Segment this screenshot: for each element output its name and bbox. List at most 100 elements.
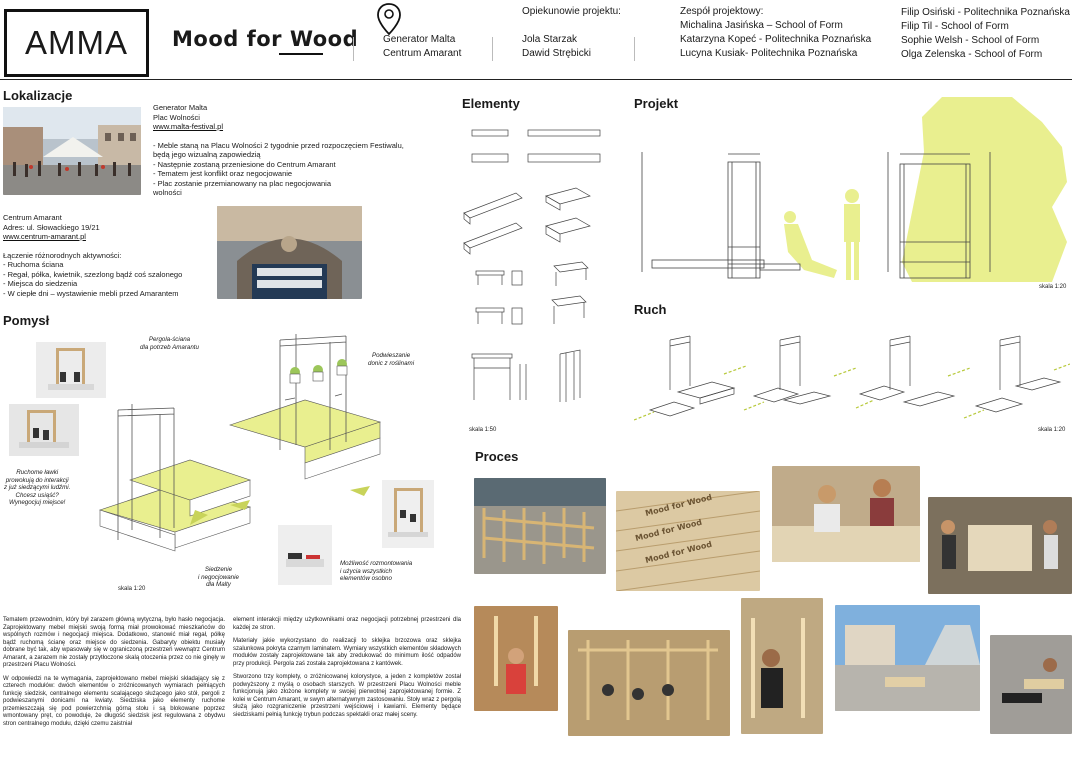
team-title: Zespół projektowy: — [680, 6, 764, 17]
label-line: Siedzenie — [204, 566, 233, 573]
text-column-2: element interakcji między użytkownikami … — [233, 617, 461, 719]
ruch-scale: skala 1:20 — [1038, 427, 1066, 433]
guardian-name: Jola Starzak — [522, 34, 578, 45]
activity: - Miejsca do siedzenia — [3, 279, 78, 288]
label-line: elementów osobno — [340, 575, 392, 582]
malta-info: Generator Malta Plac Wolności www.malta-… — [153, 103, 453, 198]
model-photo-3 — [278, 525, 332, 585]
paragraph: element interakcji między użytkownikami … — [233, 617, 461, 631]
proces-photo-sanding — [741, 598, 823, 734]
info-line: Adres: ul. Słowackiego 19/21 — [3, 222, 100, 232]
label-line: Podwieszanie — [371, 352, 411, 359]
info-line: - Plac zostanie przemianowany na plac ne… — [153, 178, 332, 188]
info-line: - Meble staną na Placu Wolności 2 tygodn… — [153, 140, 404, 150]
malta-square-photo — [3, 107, 141, 195]
proces-photo-frames — [474, 478, 606, 574]
info-line: Generator Malta — [153, 103, 208, 112]
projekt-scale: skala 1:20 — [1039, 284, 1067, 290]
header-location: Generator Malta Centrum Amarant — [383, 33, 461, 61]
activity: - Regał, półka, kwietnik, szezlong bądź … — [3, 269, 183, 279]
location-pin-icon — [377, 3, 401, 36]
section-title-projekt: Projekt — [634, 96, 679, 111]
info-line: wolności — [153, 188, 182, 197]
section-title-lokalizacje: Lokalizacje — [3, 88, 73, 103]
team-member: Olga Zelenska - School of Form — [901, 49, 1043, 60]
label-siedzenie: Siedzenie i negocjowanie dla Malty — [198, 566, 239, 589]
guardians-title: Opiekunowie projektu: — [522, 6, 621, 17]
title-underline — [279, 53, 323, 55]
divider — [492, 37, 493, 61]
team-member: Sophie Welsh - School of Form — [901, 35, 1040, 46]
pomysl-scale: skala 1:20 — [118, 586, 146, 592]
label-donice: Podwieszanie donic z roślinami — [368, 352, 414, 367]
team-member: Filip Til - School of Form — [901, 21, 1009, 32]
info-line: - Tematem jest konflikt oraz negocjowani… — [153, 169, 293, 178]
info-line: Centrum Amarant — [3, 213, 62, 222]
model-photo-4 — [382, 480, 434, 548]
amarant-link[interactable]: www.centrum-amarant.pl — [3, 232, 86, 241]
section-title-elementy: Elementy — [462, 96, 520, 111]
label-line: donic z roślinami — [368, 359, 415, 367]
activity: - W ciepłe dni – wystawienie mebli przed… — [3, 288, 179, 298]
label-lawki: Ruchome ławki prowokują do interakcji z … — [4, 469, 70, 507]
label-line: Pergola-ściana — [148, 336, 191, 343]
info-line: - Następnie zostaną przeniesione do Cent… — [153, 159, 336, 169]
section-title-pomysl: Pomysł — [3, 313, 50, 328]
team-member: Katarzyna Kopeć - Politechnika Poznańska — [680, 34, 872, 45]
divider — [634, 37, 635, 61]
section-title-ruch: Ruch — [634, 302, 667, 317]
team-member: Lucyna Kusiak- Politechnika Poznańska — [680, 48, 858, 59]
section-title-proces: Proces — [475, 449, 519, 464]
model-photo-1 — [36, 342, 106, 398]
mood-for-wood-title: Mood for Wood — [172, 27, 359, 51]
label-line: Ruchome ławki — [16, 469, 59, 476]
pomysl-axonometric-drawing — [98, 334, 382, 552]
label-pergola: Pergola-ściana dla potrzeb Amarantu — [140, 336, 199, 351]
proces-photo-hanging — [474, 606, 558, 711]
paragraph: W odpowiedzi na te wymagania, zaprojekto… — [3, 675, 225, 727]
team-member: Michalina Jasińska – School of Form — [680, 20, 843, 31]
label-line: Chcesz usiąść? — [15, 491, 59, 499]
divider — [353, 37, 354, 61]
location-line: Generator Malta — [383, 34, 456, 45]
proces-photo-assembly — [928, 497, 1072, 594]
label-line: prowokują do interakcji — [5, 476, 69, 484]
label-line: dla Malty — [206, 581, 231, 588]
malta-link[interactable]: www.malta-festival.pl — [153, 122, 224, 131]
activity: - Ruchoma ściana — [3, 260, 64, 269]
guardians-list: Jola Starzak Dawid Strębicki — [522, 33, 591, 61]
location-line: Centrum Amarant — [383, 48, 462, 59]
projekt-elevation-drawing — [641, 97, 1067, 282]
model-photo-2 — [9, 404, 79, 456]
label-rozmontowanie: Możliwość rozmontowania i użycia wszystk… — [340, 560, 412, 583]
elementy-scale: skala 1:50 — [469, 427, 497, 433]
amarant-info: Centrum Amarant Adres: ul. Słowackiego 1… — [3, 213, 213, 298]
label-line: Wynegocjuj miejsce! — [8, 499, 66, 506]
paragraph: Tematem przewodnim, który był zarazem gł… — [3, 617, 225, 668]
amarant-building-photo — [217, 206, 362, 299]
paragraph: Materiały jakie wykorzystano do realizac… — [233, 638, 461, 667]
label-line: i negocjowanie — [198, 573, 239, 581]
guardian-name: Dawid Strębicki — [522, 48, 591, 59]
proces-photo-bench — [990, 635, 1072, 734]
team-member: Filip Osiński - Politechnika Poznańska — [901, 7, 1070, 18]
label-line: i użycia wszystkich — [340, 567, 392, 575]
label-line: Możliwość rozmontowania — [340, 560, 413, 567]
amma-logo: AMMA — [4, 9, 149, 77]
activities-title: Łączenie różnorodnych aktywności: — [3, 250, 122, 260]
team-list-2: Filip Osiński - Politechnika Poznańska F… — [901, 6, 1070, 62]
paragraph: Stworzono trzy komplety, o zróżnicowanej… — [233, 674, 461, 718]
proces-photo-square — [835, 605, 980, 711]
proces-photo-cutting — [772, 466, 920, 562]
proces-photo-team — [568, 630, 730, 736]
ruch-movement-drawings — [634, 335, 1070, 421]
info-line: będą jego wizualną zapowiedzią — [153, 150, 261, 159]
label-line: z już siedzącymi ludźmi. — [4, 484, 71, 491]
elementy-drawings — [463, 129, 601, 402]
header-rule — [0, 79, 1072, 80]
team-list-1: Michalina Jasińska – School of Form Kata… — [680, 19, 871, 61]
text-column-1: Tematem przewodnim, który był zarazem gł… — [3, 617, 225, 728]
label-line: dla potrzeb Amarantu — [140, 343, 199, 351]
info-line: Plac Wolności — [153, 112, 200, 122]
